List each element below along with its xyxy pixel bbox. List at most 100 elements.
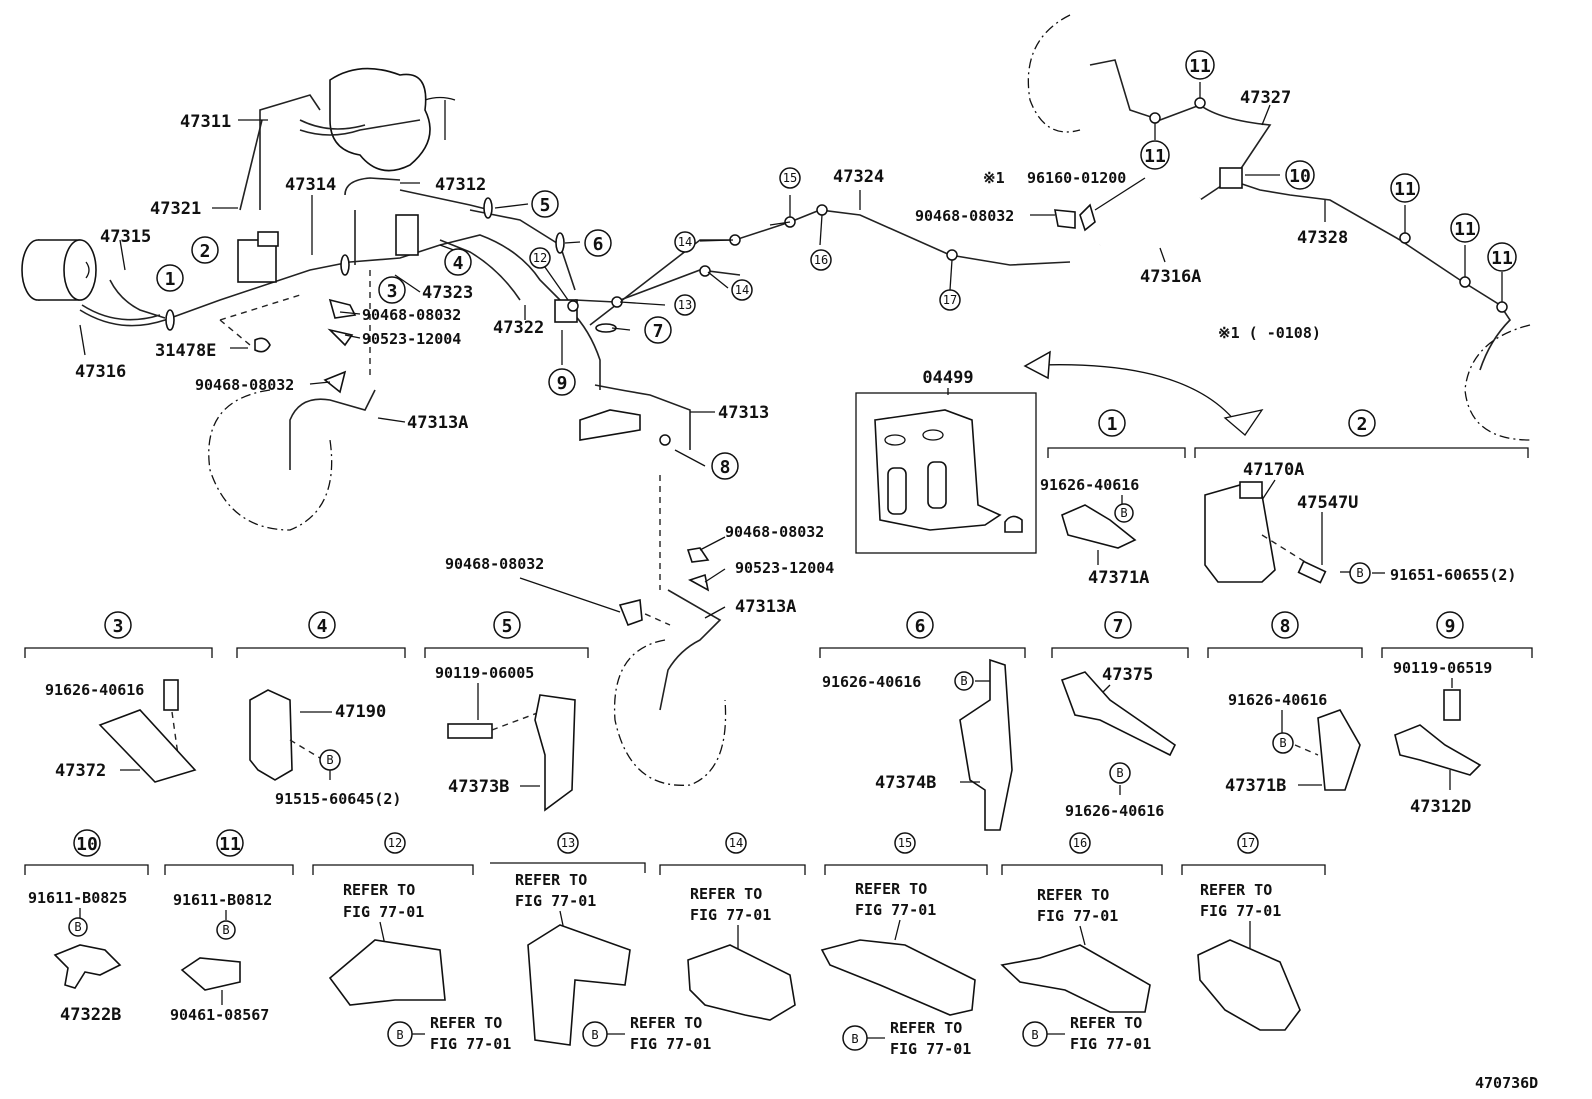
svg-text:13: 13 — [561, 836, 575, 850]
svg-text:14: 14 — [678, 235, 692, 249]
label-31478e: 31478E — [155, 341, 216, 361]
detail-2: 2 47170A 47547U B 91651-60655(2) — [1194, 409, 1529, 584]
svg-text:REFER TO: REFER TO — [890, 1019, 962, 1037]
callout-14: 14 — [731, 279, 753, 301]
callout-3: 3 — [378, 276, 406, 304]
svg-text:9: 9 — [557, 373, 568, 394]
svg-text:91626-40616: 91626-40616 — [1228, 691, 1327, 709]
load-sensing-valve — [395, 214, 419, 256]
svg-text:13: 13 — [678, 298, 692, 312]
svg-text:14: 14 — [735, 283, 749, 297]
callout-2: 2 — [191, 236, 219, 264]
callout-11: 11 — [1487, 242, 1517, 272]
svg-text:REFER TO: REFER TO — [690, 885, 762, 903]
svg-text:90119-06005: 90119-06005 — [435, 664, 534, 682]
svg-text:17: 17 — [943, 293, 957, 307]
svg-text:FIG 77-01: FIG 77-01 — [855, 901, 936, 919]
detail-15: 15 REFER TO FIG 77-01 B REFER TO FIG 77-… — [820, 832, 988, 1058]
svg-text:REFER TO: REFER TO — [1070, 1014, 1142, 1032]
svg-text:5: 5 — [502, 616, 513, 637]
svg-text:REFER TO: REFER TO — [515, 871, 587, 889]
svg-text:11: 11 — [1454, 219, 1476, 240]
detail-3: 3 91626-40616 47372 — [24, 611, 213, 783]
svg-text:91626-40616: 91626-40616 — [822, 673, 921, 691]
detail-1: 1 91626-40616 B 47371A — [1040, 409, 1186, 588]
svg-text:B: B — [591, 1028, 598, 1042]
proportioning-valve — [237, 239, 277, 283]
callout-11: 11 — [1450, 213, 1480, 243]
label-47311: 47311 — [180, 112, 231, 132]
svg-text:FIG 77-01: FIG 77-01 — [430, 1035, 511, 1053]
svg-text:REFER TO: REFER TO — [855, 880, 927, 898]
svg-text:B: B — [1031, 1028, 1038, 1042]
svg-text:12: 12 — [533, 251, 547, 265]
master-cylinder-reservoir — [329, 67, 431, 172]
detail-14: 14 REFER TO FIG 77-01 — [659, 832, 806, 1021]
svg-text:47372: 47372 — [55, 761, 106, 781]
svg-text:47373B: 47373B — [448, 777, 509, 797]
callout-16: 16 — [810, 249, 832, 271]
svg-text:2: 2 — [200, 241, 211, 262]
svg-text:8: 8 — [1280, 616, 1291, 637]
svg-text:7: 7 — [1113, 616, 1124, 637]
svg-text:6: 6 — [593, 234, 604, 255]
label-96160: 96160-01200 — [1027, 169, 1126, 187]
svg-text:B: B — [222, 923, 229, 937]
svg-text:47371A: 47371A — [1088, 568, 1149, 588]
label-47313a-lower: 47313A — [735, 597, 796, 617]
note-range: ※1 ( -0108) — [1218, 324, 1321, 342]
callout-14: 14 — [674, 231, 696, 253]
reference-arrow — [1039, 364, 1246, 436]
detail-4: 4 47190 B 91515-60645(2) — [236, 611, 406, 808]
detail-7: 7 47375 B 91626-40616 — [1051, 611, 1189, 820]
svg-text:90119-06519: 90119-06519 — [1393, 659, 1492, 677]
detail-10: 10 91611-B0825 B 47322B — [24, 829, 149, 1025]
svg-text:1: 1 — [165, 269, 176, 290]
svg-text:16: 16 — [814, 253, 828, 267]
svg-text:REFER TO: REFER TO — [630, 1014, 702, 1032]
svg-text:47190: 47190 — [335, 702, 386, 722]
svg-text:B: B — [326, 753, 333, 767]
svg-text:11: 11 — [1491, 248, 1513, 269]
callout-11: 11 — [1390, 173, 1420, 203]
svg-text:B: B — [851, 1032, 858, 1046]
label-90468-d: 90468-08032 — [725, 523, 824, 541]
label-47327: 47327 — [1240, 88, 1291, 108]
svg-text:47170A: 47170A — [1243, 460, 1304, 480]
svg-text:04499: 04499 — [922, 368, 973, 388]
callout-11: 11 — [1185, 50, 1215, 80]
label-47316a: 47316A — [1140, 267, 1201, 287]
callout-13: 13 — [674, 294, 696, 316]
callout-12: 12 — [529, 247, 551, 269]
svg-text:14: 14 — [729, 836, 743, 850]
svg-text:FIG 77-01: FIG 77-01 — [1200, 902, 1281, 920]
svg-text:91515-60645(2): 91515-60645(2) — [275, 790, 401, 808]
label-47322: 47322 — [493, 318, 544, 338]
label-47321: 47321 — [150, 199, 201, 219]
svg-text:4: 4 — [453, 253, 464, 274]
svg-text:REFER TO: REFER TO — [1200, 881, 1272, 899]
svg-text:7: 7 — [653, 321, 664, 342]
svg-text:B: B — [1356, 566, 1363, 580]
svg-text:11: 11 — [1189, 56, 1211, 77]
figure-code: 470736D — [1475, 1074, 1538, 1092]
svg-text:47322B: 47322B — [60, 1005, 121, 1025]
svg-text:5: 5 — [540, 195, 551, 216]
svg-text:47375: 47375 — [1102, 665, 1153, 685]
svg-text:91611-B0825: 91611-B0825 — [28, 889, 127, 907]
svg-text:91626-40616: 91626-40616 — [1065, 802, 1164, 820]
svg-text:11: 11 — [219, 834, 241, 855]
svg-text:FIG 77-01: FIG 77-01 — [690, 906, 771, 924]
svg-text:REFER TO: REFER TO — [1037, 886, 1109, 904]
svg-text:47312D: 47312D — [1410, 797, 1471, 817]
label-47313a-upper: 47313A — [407, 413, 468, 433]
label-90468-b: 90468-08032 — [195, 376, 294, 394]
svg-text:B: B — [1116, 766, 1123, 780]
svg-text:47374B: 47374B — [875, 773, 936, 793]
detail-17: 17 REFER TO FIG 77-01 — [1181, 832, 1326, 1031]
svg-text:47371B: 47371B — [1225, 776, 1286, 796]
svg-text:9: 9 — [1445, 616, 1456, 637]
svg-text:91626-40616: 91626-40616 — [1040, 476, 1139, 494]
label-90468-c: 90468-08032 — [915, 207, 1014, 225]
svg-text:FIG 77-01: FIG 77-01 — [1037, 907, 1118, 925]
